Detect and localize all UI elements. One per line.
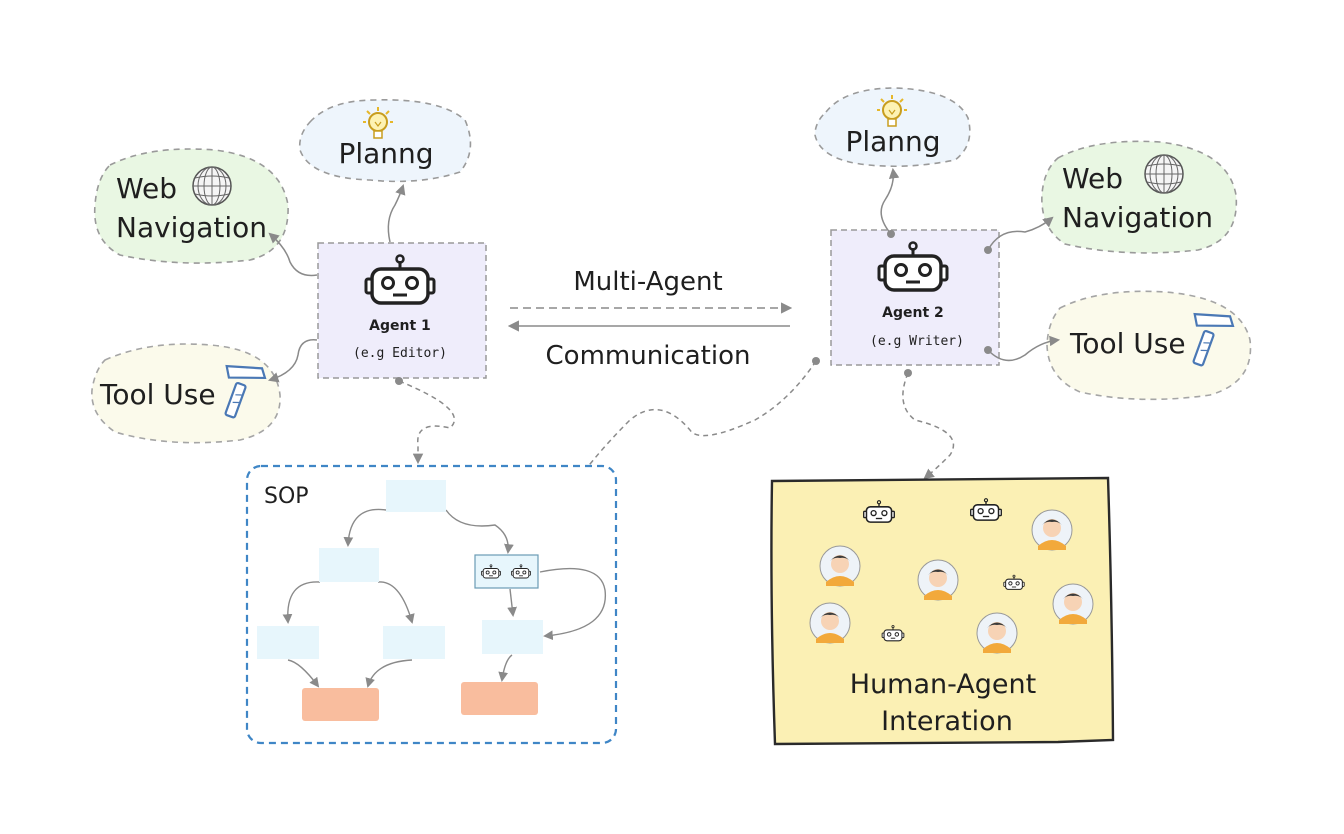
sop-node bbox=[482, 620, 543, 654]
agent1-subtitle: (e.g Editor) bbox=[353, 346, 447, 361]
right-tool-bubble: Tool Use bbox=[1046, 290, 1252, 401]
person-avatar-icon bbox=[1031, 509, 1073, 551]
agent2-card: Agent 2 (e.g Writer) bbox=[830, 229, 1000, 366]
left-planning-bubble: Planng bbox=[298, 99, 472, 183]
left-tool-label: Tool Use bbox=[99, 378, 216, 411]
sop-flow-edges bbox=[282, 508, 606, 688]
person-avatar-icon bbox=[1052, 583, 1094, 625]
comm-top-label: Multi-Agent bbox=[573, 267, 722, 297]
left-planning-label: Planng bbox=[338, 137, 433, 170]
sop-panel: SOP bbox=[245, 464, 618, 745]
agent1-card: Agent 1 (e.g Editor) bbox=[317, 242, 487, 379]
globe-icon bbox=[1144, 154, 1184, 194]
globe-icon bbox=[192, 166, 232, 206]
right-planning-label: Planng bbox=[845, 125, 940, 158]
person-avatar-icon bbox=[819, 545, 861, 587]
sop-terminal-node bbox=[461, 682, 538, 715]
right-web-label-line2: Navigation bbox=[1062, 201, 1213, 234]
person-avatar-icon bbox=[809, 602, 851, 644]
right-tool-label: Tool Use bbox=[1069, 327, 1186, 360]
sop-node bbox=[383, 626, 445, 659]
human-agent-line1: Human-Agent bbox=[850, 669, 1036, 700]
right-connectors bbox=[563, 167, 1061, 500]
person-avatar-icon bbox=[976, 612, 1018, 654]
right-web-label-line1: Web bbox=[1062, 162, 1123, 195]
left-web-label-line1: Web bbox=[116, 172, 177, 205]
agent1-title: Agent 1 bbox=[369, 318, 431, 334]
human-agent-panel: Human-Agent Interation bbox=[770, 476, 1115, 746]
sop-node bbox=[386, 480, 446, 512]
agent2-title: Agent 2 bbox=[882, 305, 944, 321]
left-tool-bubble: Tool Use bbox=[91, 343, 281, 444]
left-web-label-line2: Navigation bbox=[116, 211, 267, 244]
sop-terminal-node bbox=[302, 688, 379, 721]
right-planning-bubble: Planng bbox=[814, 87, 971, 168]
communication-link: Multi-Agent Communication bbox=[507, 267, 793, 371]
human-agent-line2: Interation bbox=[881, 706, 1013, 737]
sop-agent-node bbox=[474, 554, 539, 589]
right-web-bubble: Web Navigation bbox=[1041, 140, 1238, 254]
comm-bottom-label: Communication bbox=[546, 341, 751, 371]
left-web-bubble: Web Navigation bbox=[93, 148, 289, 264]
sop-node bbox=[257, 626, 319, 659]
person-avatar-icon bbox=[917, 559, 959, 601]
agent2-subtitle: (e.g Writer) bbox=[870, 334, 964, 349]
left-connectors bbox=[268, 184, 456, 465]
sop-label: SOP bbox=[264, 484, 309, 509]
sop-node bbox=[319, 548, 379, 582]
